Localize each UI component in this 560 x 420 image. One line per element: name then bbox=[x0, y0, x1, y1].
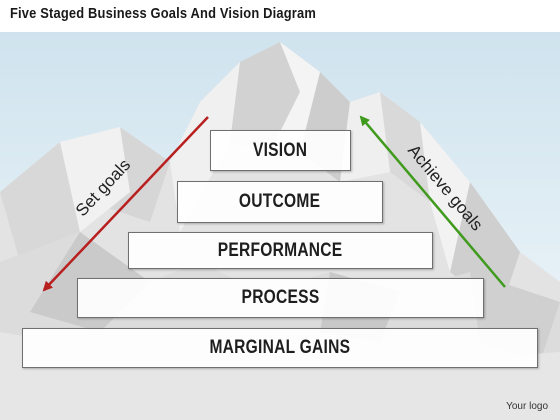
level-process-label: PROCESS bbox=[241, 287, 320, 308]
slide-title: Five Staged Business Goals And Vision Di… bbox=[10, 5, 316, 22]
level-performance-label: PERFORMANCE bbox=[218, 239, 343, 261]
mountain-background bbox=[0, 32, 560, 420]
level-outcome-box: OUTCOME bbox=[177, 181, 383, 223]
arrows-layer bbox=[42, 115, 506, 292]
level-outcome-label: OUTCOME bbox=[239, 191, 321, 212]
logo-text: Your logo bbox=[506, 401, 548, 412]
level-vision-label: VISION bbox=[253, 139, 308, 161]
set-goals-arrow bbox=[42, 116, 209, 292]
level-performance-box: PERFORMANCE bbox=[128, 232, 433, 269]
diagram-scene: VISION OUTCOME PERFORMANCE PROCESS MARGI… bbox=[0, 32, 560, 420]
level-process-box: PROCESS bbox=[77, 278, 484, 318]
level-marginal-gains-label: MARGINAL GAINS bbox=[209, 337, 351, 358]
achieve-goals-arrow bbox=[359, 115, 506, 288]
level-vision-box: VISION bbox=[210, 130, 351, 171]
level-marginal-gains-box: MARGINAL GAINS bbox=[22, 328, 538, 368]
